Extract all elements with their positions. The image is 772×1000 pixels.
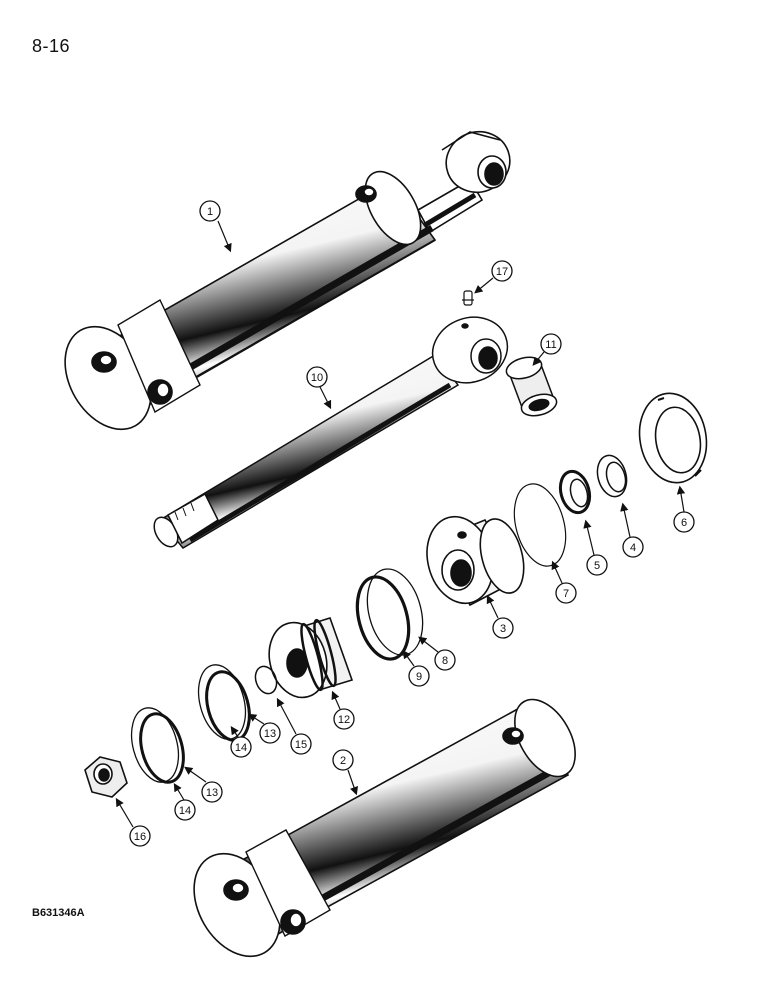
callout-13a: 13 (247, 713, 281, 744)
callout-label: 2 (340, 755, 346, 767)
callout-12: 12 (331, 690, 355, 730)
callout-16: 16 (115, 797, 151, 847)
piston-illustration (268, 617, 354, 699)
callout-label: 1 (207, 206, 213, 218)
callout-17: 17 (474, 260, 513, 294)
callout-4: 4 (620, 502, 644, 558)
callout-label: 14 (235, 742, 247, 754)
page-number: 8-16 (32, 36, 71, 56)
callout-7: 7 (551, 560, 577, 604)
callout-14a: 14 (230, 726, 252, 758)
bushing-illustration (505, 356, 558, 417)
callout-11: 11 (532, 333, 562, 366)
callout-label: 13 (206, 787, 218, 799)
wiper-seal-illustration (596, 454, 628, 498)
callout-3: 3 (486, 594, 514, 639)
callout-label: 10 (311, 372, 323, 384)
gland-nut-illustration (638, 392, 708, 484)
callout-2: 2 (332, 749, 358, 796)
callout-label: 8 (442, 655, 448, 667)
callout-13b: 13 (184, 766, 223, 803)
callout-label: 11 (545, 339, 556, 351)
callout-15: 15 (276, 697, 312, 755)
callout-label: 6 (681, 517, 687, 529)
callout-5: 5 (583, 519, 608, 576)
callouts: 1 2 3 4 5 6 7 (115, 200, 695, 847)
wear-ring-lower-illustration (130, 707, 185, 784)
callout-14b: 14 (173, 782, 196, 821)
callout-label: 5 (594, 560, 600, 572)
cylinder-tube-illustration (193, 698, 576, 958)
grease-fitting-illustration (462, 290, 474, 306)
o-ring-illustration (355, 575, 411, 661)
gland-illustration (426, 515, 525, 607)
callout-label: 3 (500, 623, 506, 635)
callout-label: 14 (179, 805, 191, 817)
rod-seal-illustration (558, 469, 592, 515)
callout-8: 8 (418, 636, 456, 671)
callout-label: 7 (563, 588, 569, 600)
piston-o-ring-illustration (254, 665, 278, 695)
callout-10: 10 (306, 366, 332, 410)
retaining-ring-illustration (513, 483, 567, 567)
callout-label: 15 (295, 739, 307, 751)
figure-code: B631346A (32, 907, 85, 919)
lock-nut-illustration (84, 756, 128, 798)
callout-1: 1 (199, 200, 232, 253)
cylinder-assembly-illustration (64, 130, 511, 431)
callout-label: 9 (416, 671, 422, 683)
callout-9: 9 (402, 650, 430, 687)
callout-label: 13 (264, 728, 276, 740)
wear-ring-upper-illustration (197, 664, 251, 742)
callout-label: 4 (630, 542, 636, 554)
callout-6: 6 (673, 485, 695, 533)
piston-rod-illustration (153, 316, 509, 549)
callout-label: 12 (338, 714, 350, 726)
callout-label: 16 (134, 831, 146, 843)
callout-label: 17 (496, 266, 508, 278)
